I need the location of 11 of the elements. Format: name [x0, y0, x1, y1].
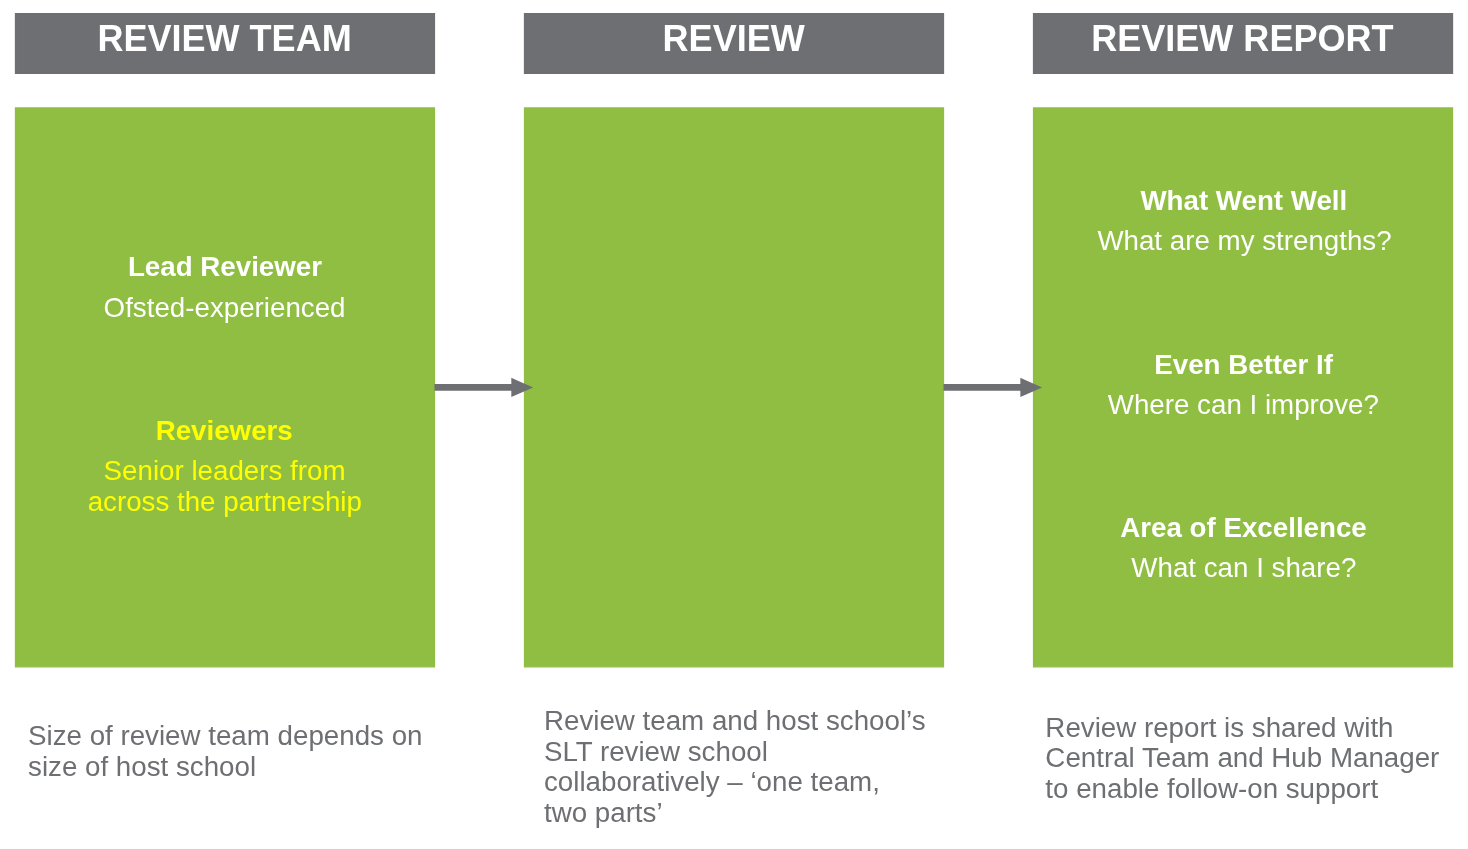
- arrow: [943, 377, 1043, 397]
- node-box: What Went Well What are my strengths? Even Better If Where can I improve? Area of Excellence What can I share?: [1032, 107, 1454, 668]
- node-box: Lead Reviewer Ofsted-experienced Reviewers Senior leaders from across the partnership: [14, 107, 436, 668]
- arrow: [434, 377, 534, 397]
- node-label: Size of review team depends on size of host school: [28, 720, 423, 782]
- node-box: REVIEW: [523, 12, 945, 74]
- node-box: REVIEW REPORT: [1032, 12, 1454, 74]
- node-box: REVIEW TEAM: [14, 12, 436, 74]
- node-box: [523, 107, 945, 668]
- node-label: Review report is shared with Central Team and Hub Manager to enable follow-on support: [1045, 711, 1440, 804]
- node-label: Review team and host school’s SLT review school collaboratively – ‘one team, two parts’: [543, 704, 926, 828]
